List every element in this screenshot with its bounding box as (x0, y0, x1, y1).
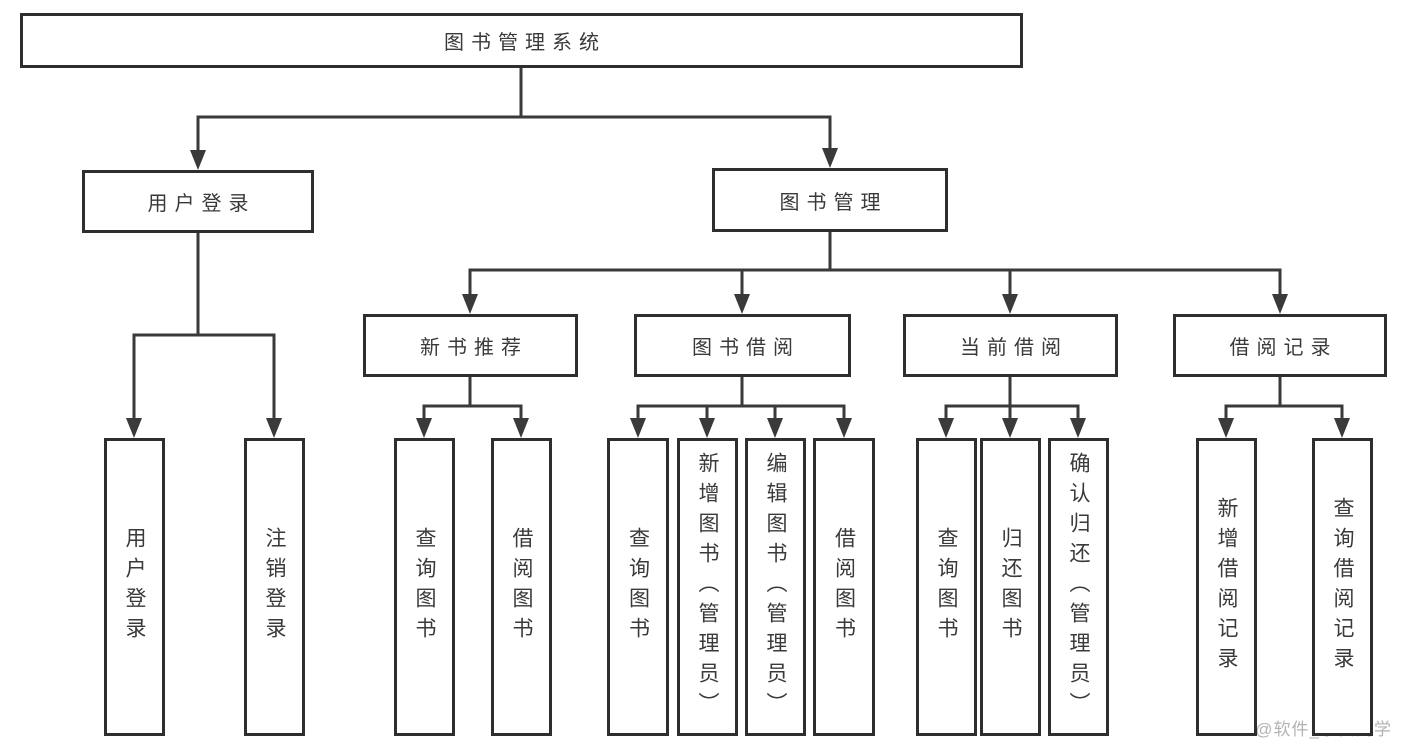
node-branch-user-login: 用户登录 (82, 170, 314, 233)
node-leaf-borrow-book-2: 借阅图书 (813, 438, 875, 736)
node-label-branch-user-login: 用户登录 (147, 193, 256, 215)
edge-branch-book-mgmt (462, 230, 1288, 314)
node-label-sub-borrow-records: 借阅记录 (1229, 337, 1338, 359)
node-label-sub-new-book-rec: 新书推荐 (420, 337, 528, 359)
node-label-sub-book-borrow: 图书借阅 (692, 337, 800, 359)
node-leaf-query-books-3: 查询图书 (916, 438, 977, 736)
node-sub-book-borrow: 图书借阅 (634, 314, 851, 377)
edge-sub-current-borrow (938, 375, 1086, 438)
edge-sub-borrow-records (1218, 375, 1350, 438)
node-sub-new-book-rec: 新书推荐 (363, 314, 578, 377)
edge-sub-book-borrow (630, 375, 852, 438)
edge-root (190, 66, 838, 170)
node-leaf-add-book-admin: 新增图书（管理员） (677, 438, 738, 736)
node-label-leaf-query-books-2: 查询图书 (626, 527, 650, 647)
node-label-leaf-user-login: 用户登录 (123, 527, 146, 647)
node-label-leaf-query-borrow-record: 查询借阅记录 (1331, 497, 1354, 677)
node-root: 图书管理系统 (20, 13, 1023, 68)
node-branch-book-mgmt: 图书管理 (712, 168, 948, 232)
node-label-sub-current-borrow: 当前借阅 (960, 337, 1068, 359)
node-label-leaf-confirm-return-admin: 确认归还（管理员） (1067, 452, 1090, 722)
node-label-leaf-logout: 注销登录 (263, 527, 286, 647)
node-leaf-return-book: 归还图书 (980, 438, 1041, 736)
node-sub-current-borrow: 当前借阅 (903, 314, 1118, 377)
node-leaf-confirm-return-admin: 确认归还（管理员） (1048, 438, 1109, 736)
node-leaf-add-borrow-record: 新增借阅记录 (1196, 438, 1257, 736)
node-leaf-borrow-book-1: 借阅图书 (491, 438, 552, 736)
node-label-leaf-add-book-admin: 新增图书（管理员） (696, 452, 719, 722)
node-label-branch-book-mgmt: 图书管理 (779, 191, 888, 214)
node-label-leaf-borrow-book-1: 借阅图书 (510, 527, 533, 647)
node-label-leaf-edit-book-admin: 编辑图书（管理员） (764, 452, 787, 722)
node-leaf-logout: 注销登录 (244, 438, 305, 736)
edge-branch-user-login (126, 231, 282, 438)
node-label-leaf-borrow-book-2: 借阅图书 (832, 527, 856, 647)
node-sub-borrow-records: 借阅记录 (1173, 314, 1387, 377)
node-label-leaf-return-book: 归还图书 (999, 527, 1022, 647)
node-leaf-query-books-1: 查询图书 (394, 438, 455, 736)
node-label-leaf-add-borrow-record: 新增借阅记录 (1215, 497, 1238, 677)
edge-sub-new-book-rec (416, 375, 529, 438)
node-leaf-query-books-2: 查询图书 (607, 438, 669, 736)
node-label-leaf-query-books-3: 查询图书 (935, 527, 958, 647)
node-leaf-user-login: 用户登录 (104, 438, 165, 736)
node-leaf-query-borrow-record: 查询借阅记录 (1312, 438, 1373, 736)
node-label-root: 图书管理系统 (444, 32, 606, 54)
node-label-leaf-query-books-1: 查询图书 (413, 527, 436, 647)
node-leaf-edit-book-admin: 编辑图书（管理员） (745, 438, 806, 736)
